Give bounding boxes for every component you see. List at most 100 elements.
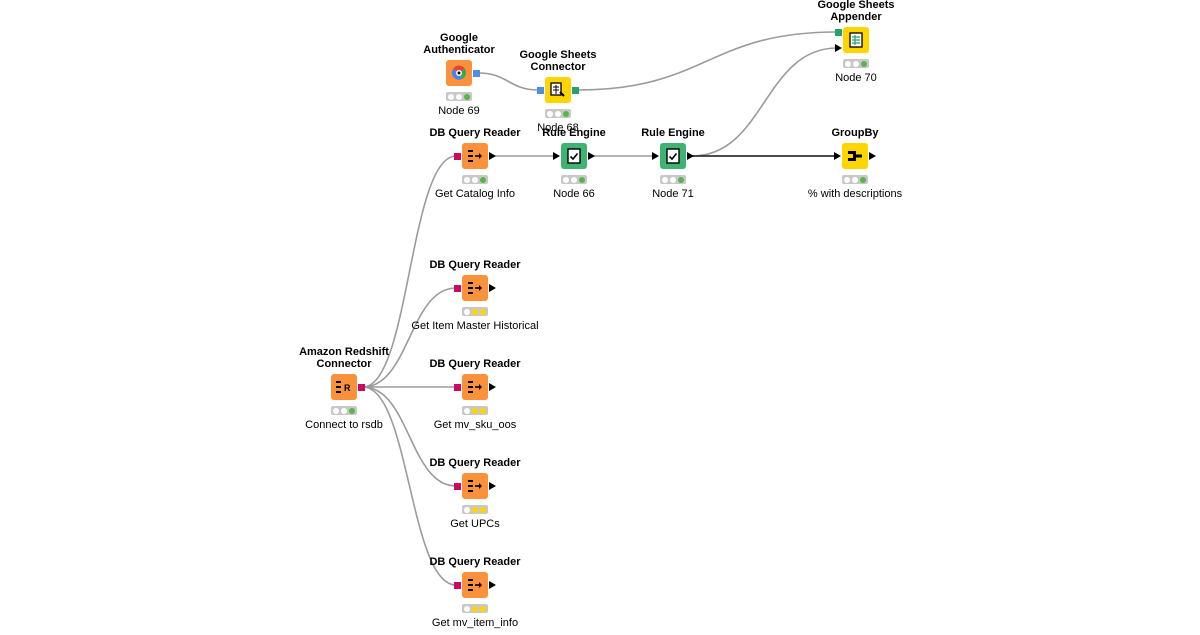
connection-redshift-iteminfo[interactable] — [362, 386, 457, 586]
node-label[interactable]: % with descriptions — [807, 188, 903, 200]
node-status-light — [462, 175, 488, 184]
input-port-table[interactable] — [652, 152, 659, 160]
output-port-db[interactable] — [358, 383, 365, 391]
node-status-light — [462, 307, 488, 316]
node-status-light — [561, 175, 587, 184]
connection-redshift-catalog[interactable] — [362, 155, 457, 388]
db-reader-icon[interactable] — [462, 374, 488, 400]
status-dot — [571, 176, 577, 183]
status-dot — [341, 407, 347, 414]
status-dot — [349, 407, 355, 414]
status-dot — [579, 176, 585, 183]
status-dot — [861, 60, 867, 67]
input-port-table[interactable] — [553, 152, 560, 160]
status-dot — [480, 605, 486, 612]
input-port-db[interactable] — [454, 482, 461, 490]
node-label[interactable]: Node 66 — [553, 188, 595, 200]
node-status-light — [446, 92, 472, 101]
input-port-table[interactable] — [834, 152, 841, 160]
db-reader-icon[interactable] — [462, 572, 488, 598]
node-title: Amazon Redshift Connector — [299, 346, 389, 370]
output-port-table[interactable] — [489, 383, 496, 391]
status-dot — [852, 176, 858, 183]
status-dot — [333, 407, 339, 414]
node-label[interactable]: Get Item Master Historical — [411, 320, 539, 332]
input-port-cred[interactable] — [537, 86, 544, 94]
node-label[interactable]: Node 69 — [438, 105, 480, 117]
db-reader-icon[interactable] — [462, 473, 488, 499]
node-label[interactable]: Node 68 — [537, 122, 579, 134]
connection-n68-n70[interactable] — [576, 31, 838, 91]
status-dot — [860, 176, 866, 183]
input-port-db[interactable] — [454, 152, 461, 160]
status-dot — [480, 506, 486, 513]
node-title: GroupBy — [831, 127, 879, 139]
node-label[interactable]: Get UPCs — [450, 518, 500, 530]
status-dot — [448, 93, 454, 100]
node-label[interactable]: Connect to rsdb — [305, 419, 383, 431]
connection-n71-n70[interactable] — [691, 47, 838, 157]
status-dot — [662, 176, 668, 183]
connection-redshift-upcs[interactable] — [362, 386, 457, 487]
output-port-sheet[interactable] — [572, 86, 579, 94]
node-title: DB Query Reader — [429, 358, 521, 370]
node-status-light — [462, 406, 488, 415]
status-dot — [464, 93, 470, 100]
connection-n69-n68[interactable] — [477, 72, 540, 91]
status-dot — [845, 60, 851, 67]
output-port-table[interactable] — [489, 581, 496, 589]
node-label[interactable]: Node 71 — [652, 188, 694, 200]
db-reader-icon[interactable] — [462, 275, 488, 301]
rule-engine-icon[interactable] — [561, 143, 587, 169]
output-port-cred[interactable] — [473, 69, 480, 77]
status-dot — [472, 407, 478, 414]
rule-engine-icon[interactable] — [660, 143, 686, 169]
input-port-table[interactable] — [835, 44, 842, 52]
redshift-icon[interactable]: R — [331, 374, 357, 400]
connection-redshift-imh[interactable] — [362, 287, 457, 388]
status-dot — [464, 605, 470, 612]
sheets-appender-icon[interactable] — [843, 27, 869, 53]
groupby-icon[interactable] — [842, 143, 868, 169]
status-dot — [547, 110, 553, 117]
status-dot — [670, 176, 676, 183]
node-label[interactable]: Get mv_item_info — [431, 617, 519, 629]
sheets-connector-icon[interactable] — [545, 77, 571, 103]
google-icon[interactable] — [446, 60, 472, 86]
node-label[interactable]: Get mv_sku_oos — [433, 419, 517, 431]
output-port-table[interactable] — [687, 152, 694, 160]
node-groupby[interactable]: GroupBy % with descriptions — [775, 116, 935, 206]
output-port-table[interactable] — [588, 152, 595, 160]
input-port-db[interactable] — [454, 581, 461, 589]
svg-text:R: R — [344, 383, 351, 393]
status-dot — [480, 407, 486, 414]
input-port-db[interactable] — [454, 284, 461, 292]
node-label[interactable]: Node 70 — [835, 72, 877, 84]
output-port-table[interactable] — [489, 284, 496, 292]
node-status-light — [843, 59, 869, 68]
output-port-table[interactable] — [489, 152, 496, 160]
db-reader-icon[interactable] — [462, 143, 488, 169]
output-port-table[interactable] — [489, 482, 496, 490]
node-title: Google Sheets Appender — [817, 0, 895, 23]
input-port-db[interactable] — [454, 383, 461, 391]
status-dot — [472, 176, 478, 183]
node-label[interactable]: Get Catalog Info — [434, 188, 516, 200]
status-dot — [555, 110, 561, 117]
connections — [362, 31, 838, 586]
node-title: DB Query Reader — [429, 259, 521, 271]
input-port-sheet[interactable] — [835, 28, 842, 36]
output-port-table[interactable] — [869, 152, 876, 160]
